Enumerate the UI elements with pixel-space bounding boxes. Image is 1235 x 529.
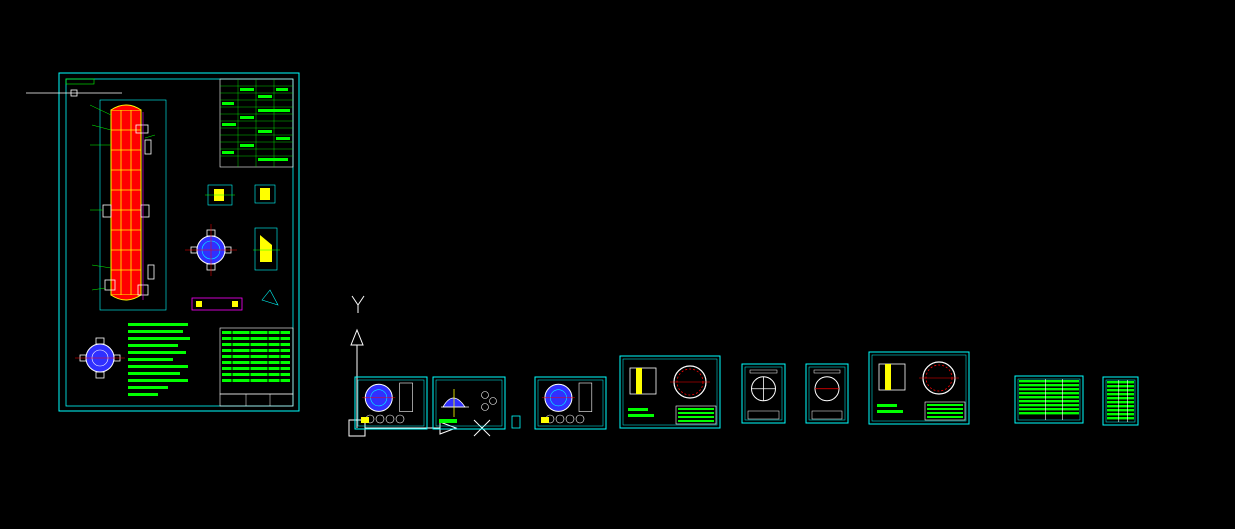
parts-list-table <box>219 327 294 407</box>
technical-notes <box>128 323 190 396</box>
main-assembly-drawing[interactable] <box>26 72 300 412</box>
vessel-column <box>89 104 156 301</box>
crosshair-cursor <box>26 89 122 97</box>
sheet-nozzle-detail[interactable] <box>432 376 506 430</box>
sheet-inner-border <box>65 78 294 407</box>
flange-section-view <box>185 224 237 276</box>
sheet-parts-list[interactable] <box>1014 375 1084 424</box>
sheet-outer-border <box>58 72 300 412</box>
detail-views <box>185 184 280 311</box>
support-detail <box>253 227 280 271</box>
vessel-envelope <box>99 99 167 311</box>
sheet-head-section[interactable] <box>619 355 721 429</box>
sheet-flange-plan[interactable] <box>354 376 428 430</box>
detail-sheets <box>354 351 1139 430</box>
sheet-baffle-plate[interactable] <box>741 363 786 424</box>
small-symbol <box>511 415 521 429</box>
sheet-code-box <box>65 78 95 85</box>
weld-detail <box>191 297 243 311</box>
detail-b <box>254 184 276 204</box>
design-data-table <box>219 78 294 168</box>
sheet-head-section-2[interactable] <box>868 351 970 425</box>
nozzle-orientation-view <box>75 337 125 379</box>
sheet-flange-plan-2[interactable] <box>534 376 607 430</box>
triangle-detail <box>261 289 279 306</box>
sheet-parts-list-2[interactable] <box>1102 376 1139 426</box>
sheet-tube-plate[interactable] <box>805 363 849 424</box>
detail-a <box>205 184 235 206</box>
